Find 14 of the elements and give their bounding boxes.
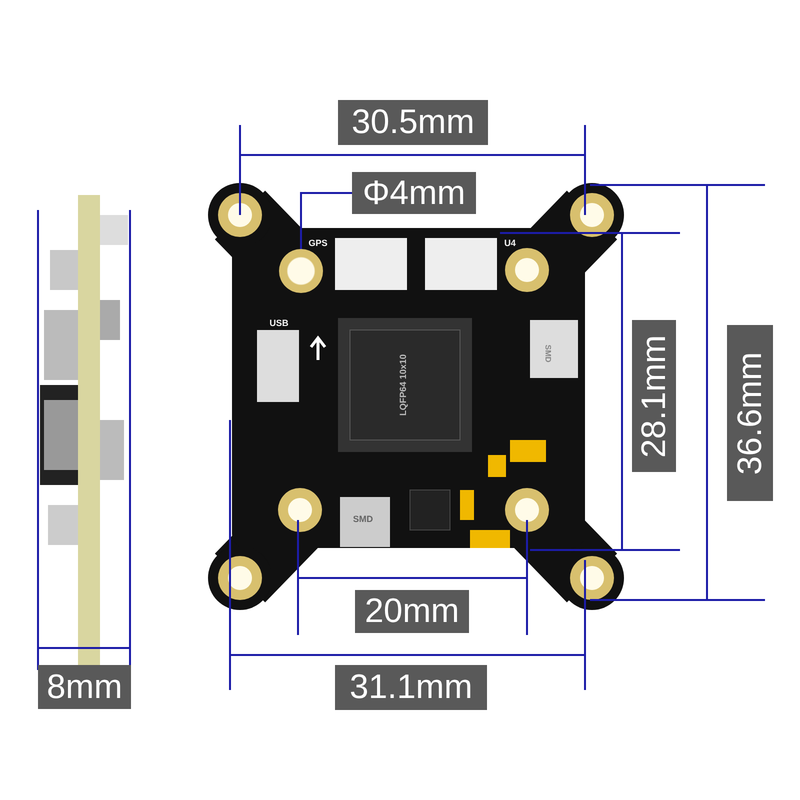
silkscreen-label: U4 (503, 237, 517, 250)
leader-line (300, 192, 352, 249)
dimension-label: 20mm (355, 590, 469, 633)
dimension-label: 8mm (38, 665, 131, 709)
dimension-label: 30.5mm (338, 100, 488, 145)
dimension-label: 31.1mm (335, 665, 487, 710)
dimension-label: Φ4mm (352, 172, 476, 214)
dimension-label: 28.1mm (632, 320, 676, 472)
silkscreen-label: SMD (352, 513, 374, 526)
silkscreen-label: SMD (542, 343, 554, 364)
silkscreen-label: GPS (307, 237, 328, 250)
silkscreen-label: LQFP64 10x10 (397, 353, 409, 418)
dimension-label: 36.6mm (727, 325, 773, 501)
silkscreen-label: USB (268, 317, 290, 330)
